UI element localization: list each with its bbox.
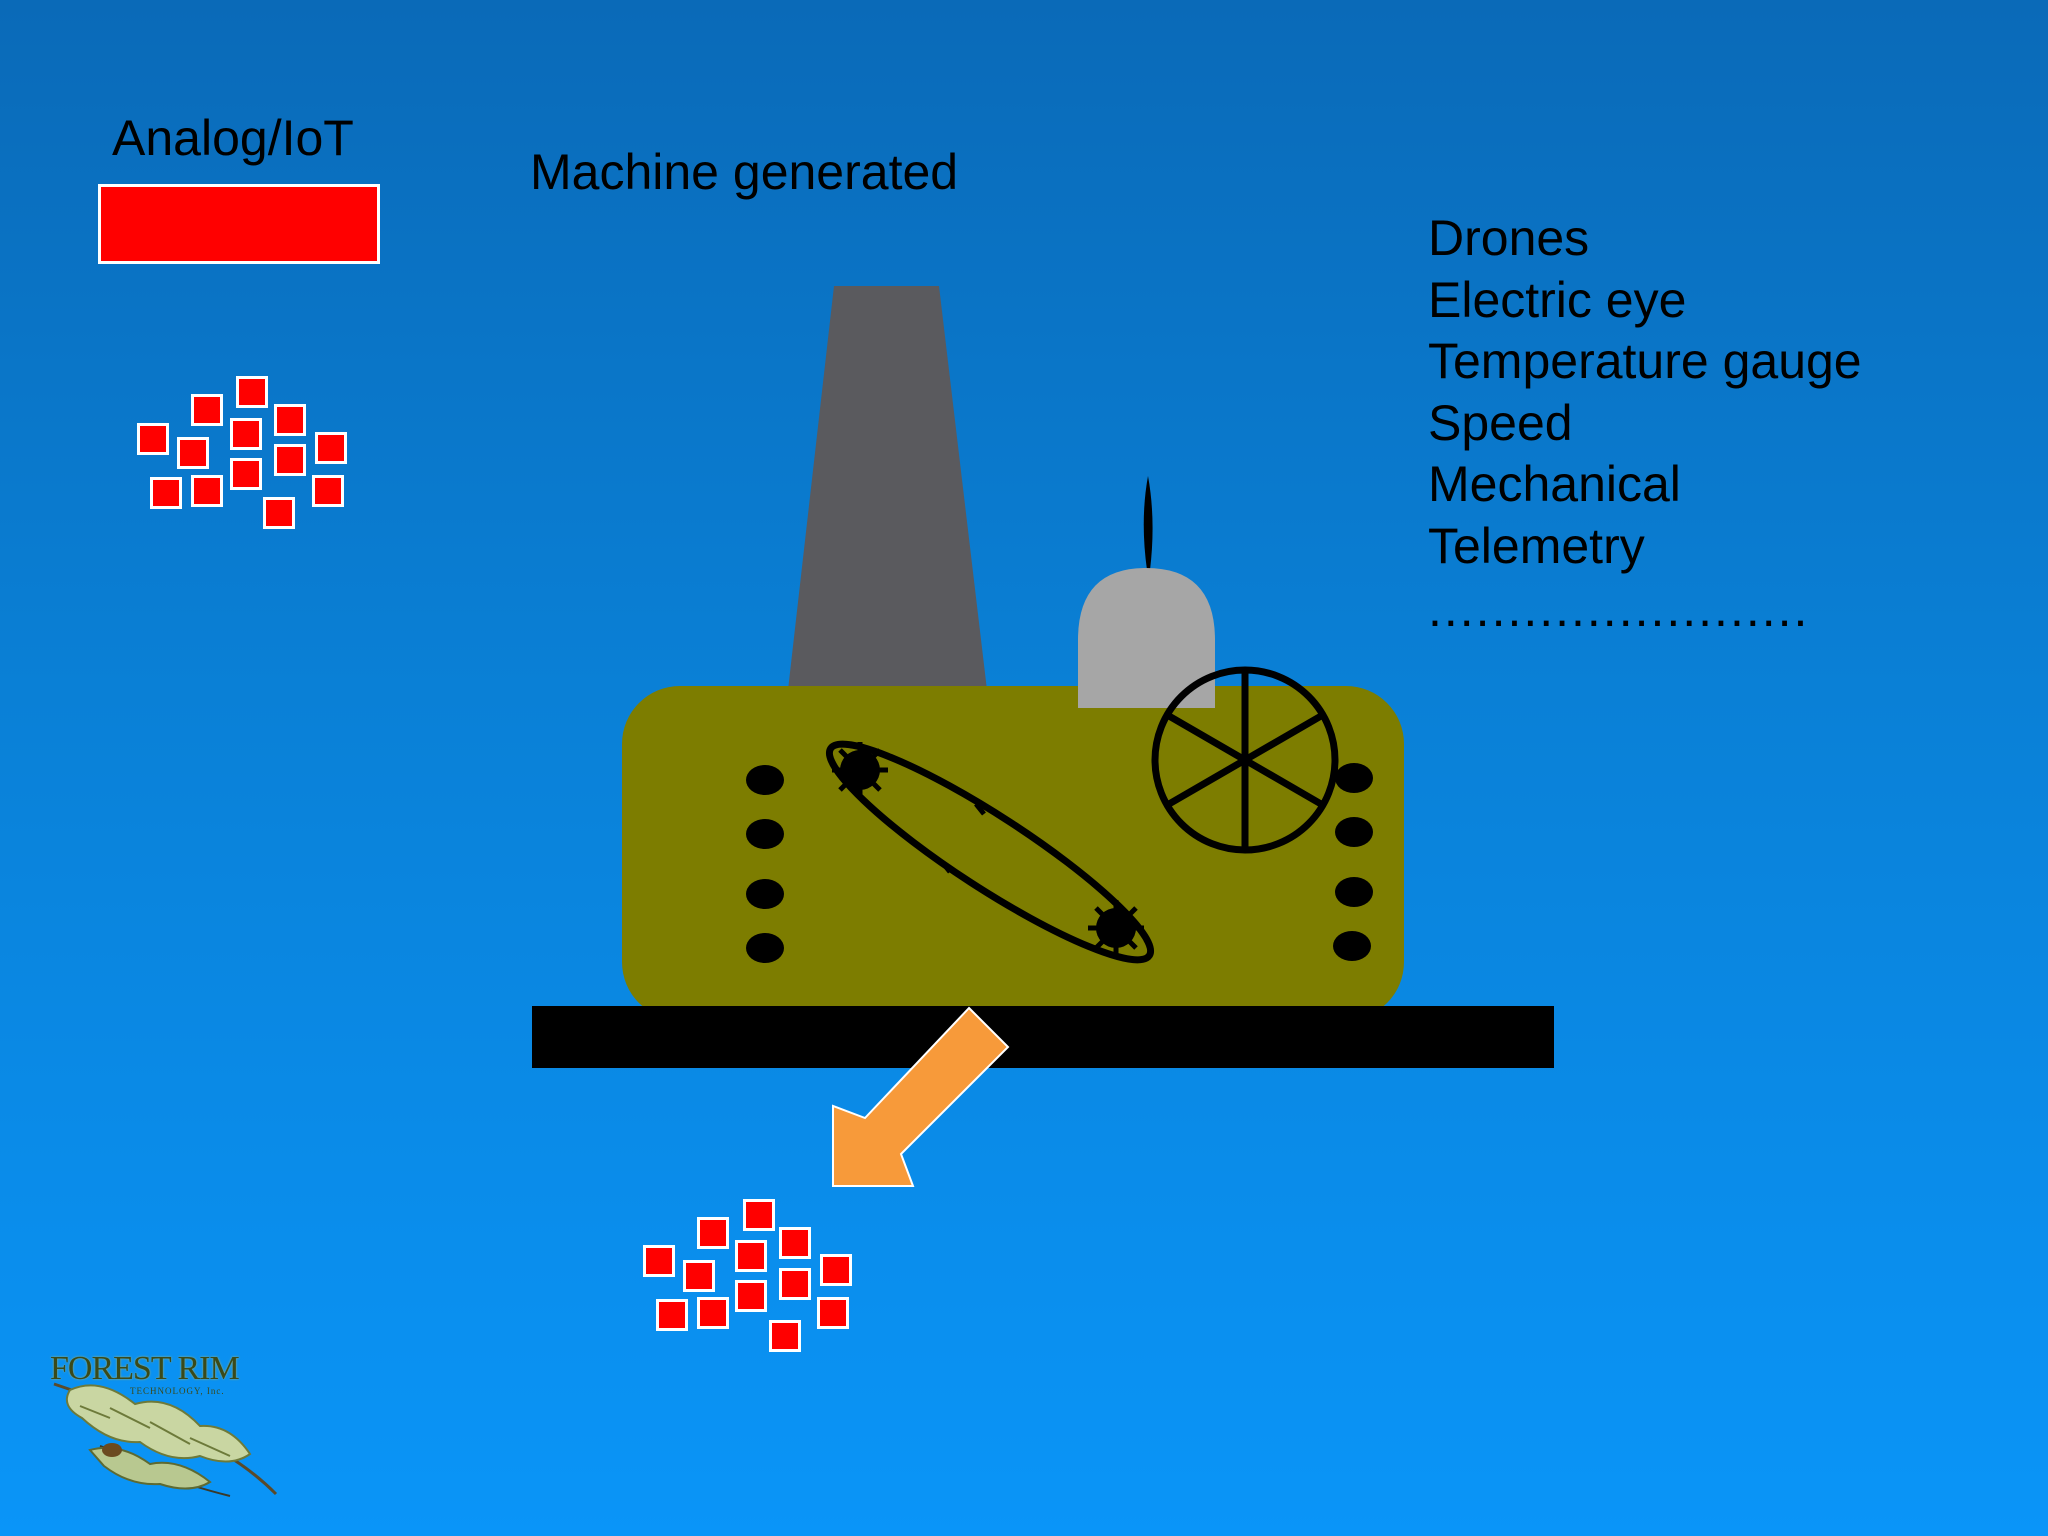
data-point xyxy=(315,432,347,464)
forest-rim-logo: FOREST RIM TECHNOLOGY, Inc. xyxy=(40,1346,300,1506)
source-item-speed: Speed xyxy=(1428,394,1573,451)
source-item-mechanical: Mechanical xyxy=(1428,456,1681,512)
data-point xyxy=(236,376,268,408)
data-point xyxy=(177,437,209,469)
data-point xyxy=(735,1240,767,1272)
rivets-right xyxy=(1333,763,1373,961)
data-point xyxy=(779,1227,811,1259)
data-point xyxy=(274,444,306,476)
data-point xyxy=(817,1297,849,1329)
data-point xyxy=(683,1260,715,1292)
rivets-left xyxy=(746,765,784,963)
data-point xyxy=(312,475,344,507)
data-point xyxy=(230,418,262,450)
data-point xyxy=(735,1280,767,1312)
logo-subtext: TECHNOLOGY, Inc. xyxy=(130,1386,225,1396)
data-point xyxy=(769,1320,801,1352)
logo-text: FOREST RIM xyxy=(50,1350,240,1387)
wheel xyxy=(1151,666,1339,854)
source-item-ellipsis: ........................ xyxy=(1428,581,1810,637)
data-point xyxy=(779,1268,811,1300)
data-point xyxy=(191,475,223,507)
gear-left xyxy=(832,742,888,798)
dome xyxy=(1078,568,1215,708)
machine-body xyxy=(622,686,1404,1020)
diagram-title: Machine generated xyxy=(530,144,959,200)
data-point xyxy=(137,423,169,455)
data-point xyxy=(697,1217,729,1249)
data-point xyxy=(274,404,306,436)
data-point xyxy=(191,394,223,426)
gear-right xyxy=(1088,900,1144,956)
data-point xyxy=(743,1199,775,1231)
data-point xyxy=(150,477,182,509)
antenna xyxy=(1143,476,1153,570)
source-item-electric-eye: Electric eye xyxy=(1428,271,1687,328)
base-platform xyxy=(532,1006,1554,1068)
output-arrow xyxy=(832,1006,1010,1187)
legend-swatch xyxy=(98,184,380,264)
chimney xyxy=(788,286,987,690)
source-item-telemetry: Telemetry xyxy=(1428,517,1645,574)
conveyor-belt xyxy=(825,740,1155,964)
data-point xyxy=(656,1299,688,1331)
data-point xyxy=(643,1245,675,1277)
source-item-temperature-gauge: Temperature gauge xyxy=(1428,333,1862,389)
data-point xyxy=(697,1297,729,1329)
data-source-list: Drones Electric eye Temperature gauge Sp… xyxy=(1428,208,1862,641)
legend-label: Analog/IoT xyxy=(112,110,354,166)
data-point xyxy=(230,458,262,490)
fern-logo-icon xyxy=(53,1382,278,1497)
source-item-drones: Drones xyxy=(1428,210,1590,266)
data-point xyxy=(820,1254,852,1286)
data-point xyxy=(263,497,295,529)
